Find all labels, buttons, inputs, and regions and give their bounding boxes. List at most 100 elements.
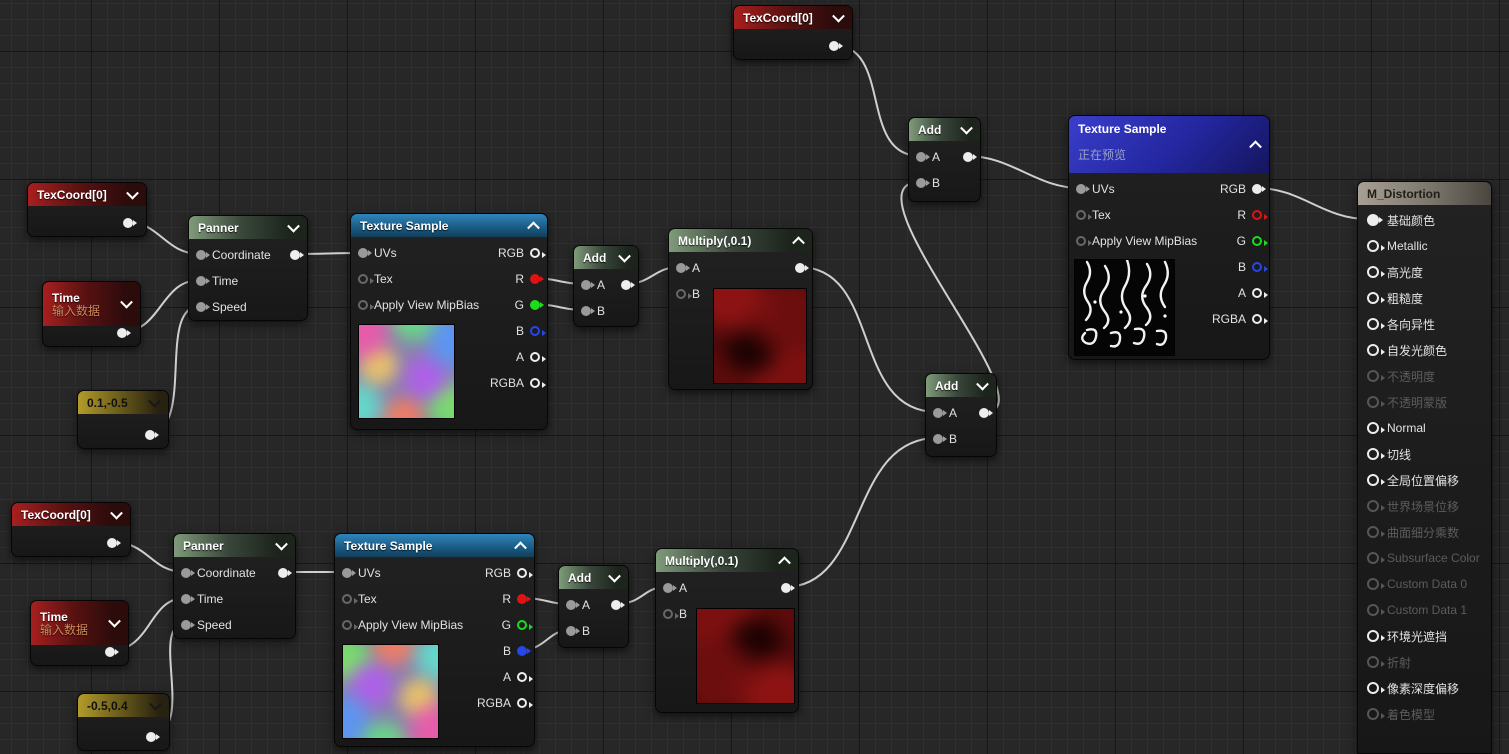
input-pin-tangent[interactable]: [1367, 448, 1385, 460]
input-pin-world-displacement[interactable]: [1367, 500, 1385, 512]
input-pin-opacity-mask[interactable]: [1367, 396, 1385, 408]
input-pin-custom-data-0[interactable]: [1367, 578, 1385, 590]
output-pin-a[interactable]: [1252, 288, 1268, 298]
input-pin-refraction[interactable]: [1367, 656, 1385, 668]
node-texture-sample-top[interactable]: Texture Sample UVs Tex Apply View MipBia…: [350, 213, 548, 430]
output-pin-b[interactable]: [530, 326, 546, 336]
chevron-down-icon[interactable]: [832, 9, 845, 23]
output-pin-rgb[interactable]: [1252, 184, 1266, 194]
output-pin[interactable]: [105, 647, 119, 657]
input-pin-opacity[interactable]: [1367, 370, 1385, 382]
input-pin-uvs[interactable]: [1076, 184, 1090, 194]
input-pin-a[interactable]: [933, 408, 947, 418]
output-pin-rgba[interactable]: [517, 698, 533, 708]
input-pin-coordinate[interactable]: [196, 250, 210, 260]
input-pin-tessellation-multiplier[interactable]: [1367, 526, 1385, 538]
output-pin-rgb[interactable]: [517, 568, 533, 578]
node-texture-sample-bottom[interactable]: Texture Sample UVs Tex Apply View MipBia…: [334, 533, 535, 747]
wire[interactable]: [966, 155, 1081, 189]
input-pin-speed[interactable]: [181, 620, 195, 630]
output-pin[interactable]: [829, 41, 843, 51]
input-pin-apply-view-mipbias[interactable]: [1076, 236, 1092, 246]
input-pin-tex[interactable]: [358, 274, 374, 284]
output-pin[interactable]: [107, 538, 121, 548]
input-pin-roughness[interactable]: [1367, 292, 1385, 304]
output-pin-rgb[interactable]: [530, 248, 546, 258]
output-pin[interactable]: [979, 408, 993, 418]
node-texcoord-top-left[interactable]: TexCoord[0]: [27, 182, 147, 237]
chevron-down-icon[interactable]: [126, 186, 139, 200]
input-pin-uvs[interactable]: [358, 248, 372, 258]
input-pin-b[interactable]: [676, 289, 692, 299]
node-header[interactable]: Texture Sample: [335, 534, 534, 557]
output-pin[interactable]: [963, 152, 977, 162]
input-pin-time[interactable]: [181, 594, 195, 604]
input-pin-a[interactable]: [676, 263, 690, 273]
node-header[interactable]: Panner: [189, 216, 307, 239]
output-pin-a[interactable]: [530, 352, 546, 362]
node-header[interactable]: Multiply(,0.1): [656, 549, 798, 572]
input-pin-speed[interactable]: [196, 302, 210, 312]
node-header[interactable]: Add: [909, 118, 980, 141]
output-pin-r[interactable]: [530, 274, 544, 284]
node-header[interactable]: Panner: [174, 534, 295, 557]
chevron-down-icon[interactable]: [618, 249, 631, 263]
input-pin-a[interactable]: [581, 280, 595, 290]
output-pin-rgba[interactable]: [530, 378, 546, 388]
input-pin-anisotropy[interactable]: [1367, 318, 1385, 330]
node-header[interactable]: 0.1,-0.5: [78, 391, 168, 414]
node-add-bottom[interactable]: Add A B: [558, 565, 629, 648]
input-pin-a[interactable]: [663, 583, 677, 593]
chevron-down-icon[interactable]: [275, 537, 288, 551]
input-pin-emissive-color[interactable]: [1367, 344, 1385, 356]
node-add-top[interactable]: Add A B: [573, 245, 639, 327]
input-pin-time[interactable]: [196, 276, 210, 286]
input-pin-b[interactable]: [581, 306, 595, 316]
output-pin[interactable]: [278, 568, 292, 578]
input-pin-apply-view-mipbias[interactable]: [342, 620, 358, 630]
output-pin-r[interactable]: [517, 594, 531, 604]
node-header[interactable]: TexCoord[0]: [28, 183, 146, 206]
input-pin-b[interactable]: [663, 609, 679, 619]
output-pin-g[interactable]: [517, 620, 533, 630]
chevron-up-icon[interactable]: [514, 540, 527, 554]
chevron-down-icon[interactable]: [110, 506, 123, 520]
node-texture-sample-preview[interactable]: Texture Sample 正在预览 UVs Tex Apply View M…: [1068, 115, 1270, 360]
chevron-up-icon[interactable]: [792, 235, 805, 249]
output-pin-rgba[interactable]: [1252, 314, 1268, 324]
node-multiply-top[interactable]: Multiply(,0.1) A B: [668, 228, 813, 390]
input-pin-b[interactable]: [916, 178, 930, 188]
wire[interactable]: [1255, 187, 1369, 220]
node-header[interactable]: Multiply(,0.1): [669, 229, 812, 252]
output-pin[interactable]: [146, 732, 160, 742]
input-pin-coordinate[interactable]: [181, 568, 195, 578]
output-pin[interactable]: [145, 430, 159, 440]
input-pin-b[interactable]: [933, 434, 947, 444]
node-m-distortion[interactable]: M_Distortion 基础颜色 Metallic 高光度 粗糙度 各向异性 …: [1357, 181, 1492, 754]
node-header[interactable]: TexCoord[0]: [734, 6, 852, 29]
input-pin-ambient-occlusion[interactable]: [1367, 630, 1385, 642]
wire[interactable]: [798, 266, 938, 413]
node-header[interactable]: Add: [574, 246, 638, 269]
node-time-top[interactable]: Time 输入数据: [42, 281, 141, 347]
chevron-down-icon[interactable]: [149, 697, 162, 711]
input-pin-custom-data-1[interactable]: [1367, 604, 1385, 616]
output-pin-a[interactable]: [517, 672, 533, 682]
node-time-bottom[interactable]: Time 输入数据: [30, 600, 129, 666]
input-pin-pixel-depth-offset[interactable]: [1367, 682, 1385, 694]
node-panner-bottom[interactable]: Panner Coordinate Time Speed: [173, 533, 296, 639]
node-header[interactable]: TexCoord[0]: [12, 503, 130, 526]
chevron-down-icon[interactable]: [148, 394, 161, 408]
output-pin[interactable]: [290, 250, 304, 260]
output-pin[interactable]: [795, 263, 809, 273]
node-header[interactable]: Add: [926, 374, 996, 397]
node-panner-top[interactable]: Panner Coordinate Time Speed: [188, 215, 308, 321]
node-header[interactable]: Texture Sample: [351, 214, 547, 237]
input-pin-tex[interactable]: [342, 594, 358, 604]
input-pin-a[interactable]: [916, 152, 930, 162]
wire[interactable]: [832, 44, 921, 157]
chevron-down-icon[interactable]: [120, 295, 133, 309]
node-multiply-bottom[interactable]: Multiply(,0.1) A B: [655, 548, 799, 713]
node-header[interactable]: -0.5,0.4: [78, 694, 169, 717]
